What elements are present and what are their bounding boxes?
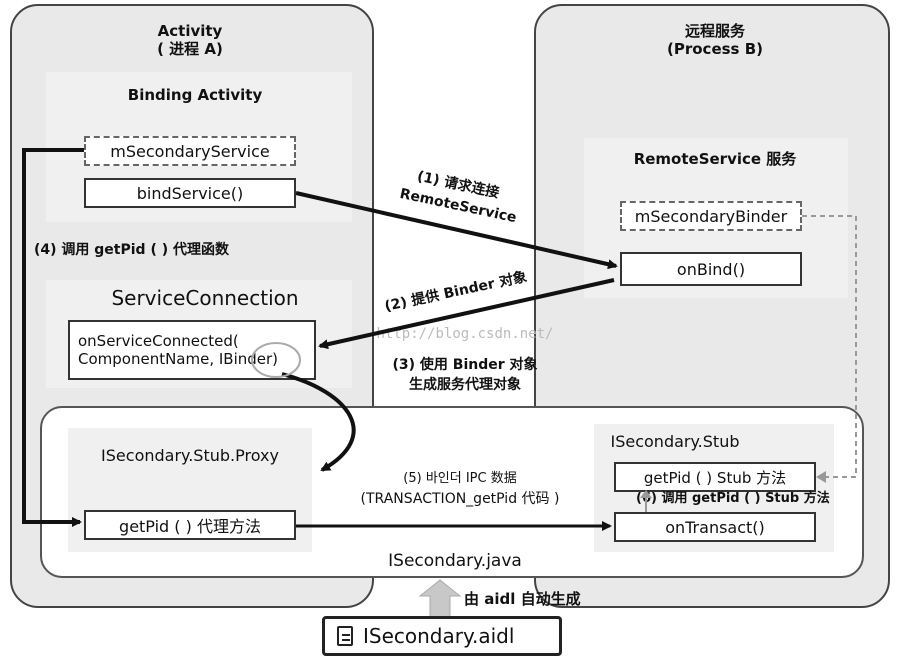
bind-service-box: bindService() xyxy=(84,178,296,208)
aidl-generate-arrow xyxy=(418,579,462,619)
remote-panel-title: 远程服务 xyxy=(684,22,745,40)
arrow-binder-to-stub-head xyxy=(816,471,826,483)
arrow-provide-binder xyxy=(318,278,615,350)
aidl-file-box: ISecondary.aidl xyxy=(322,616,562,656)
step-4-label: (4) 调用 getPid ( ) 代理函数 xyxy=(34,242,229,258)
step-6-label: (6) 调用 getPid ( ) Stub 方法 xyxy=(636,491,830,506)
proxy-title: ISecondary.Stub.Proxy xyxy=(101,446,279,465)
arrow-call-stub-head xyxy=(640,490,652,498)
arrow-call-proxy xyxy=(22,148,84,527)
proxy-get-pid-box: getPid ( ) 代理方法 xyxy=(84,510,296,540)
aidl-file-name: ISecondary.aidl xyxy=(363,624,515,648)
on-service-connected-line1: onServiceConnected( xyxy=(78,332,239,350)
on-transact-box: onTransact() xyxy=(614,512,816,542)
aidl-generated-label: 由 aidl 自动生成 xyxy=(464,590,581,608)
activity-panel-subtitle: ( 进程 A) xyxy=(157,40,223,58)
remote-panel-subtitle: (Process B) xyxy=(667,40,763,58)
stub-title: ISecondary.Stub xyxy=(610,432,740,451)
on-bind-box: onBind() xyxy=(620,252,802,286)
on-service-connected-box: onServiceConnected( ComponentName, IBind… xyxy=(68,320,316,380)
m-secondary-service-box: mSecondaryService xyxy=(84,136,296,166)
binding-activity-title: Binding Activity xyxy=(127,86,263,104)
isecondary-java-label: ISecondary.java xyxy=(388,551,522,571)
step-3-label-line2: 生成服务代理对象 xyxy=(409,377,521,393)
step-3-label-line1: (3) 使用 Binder 对象 xyxy=(392,357,538,373)
step-5-label-line2: (TRANSACTION_getPid 代码 ) xyxy=(360,491,560,507)
stub-get-pid-box: getPid ( ) Stub 方法 xyxy=(614,462,816,492)
arrow-binder-to-stub xyxy=(802,215,857,478)
m-secondary-binder-box: mSecondaryBinder xyxy=(620,201,802,231)
activity-panel-title: Activity xyxy=(157,22,223,40)
arrow-request-connect xyxy=(295,191,618,270)
watermark: http://blog.csdn.net/ xyxy=(376,326,554,342)
step-5-label-line1: (5) 바인더 IPC 数据 xyxy=(403,471,517,486)
ibinder-highlight xyxy=(251,342,301,378)
arrow-create-proxy xyxy=(281,372,356,472)
document-icon xyxy=(337,626,353,646)
remote-service-title: RemoteService 服务 xyxy=(633,150,797,168)
on-service-connected-line2: ComponentName, IBinder) xyxy=(78,350,279,368)
service-connection-title: ServiceConnection xyxy=(111,286,299,310)
